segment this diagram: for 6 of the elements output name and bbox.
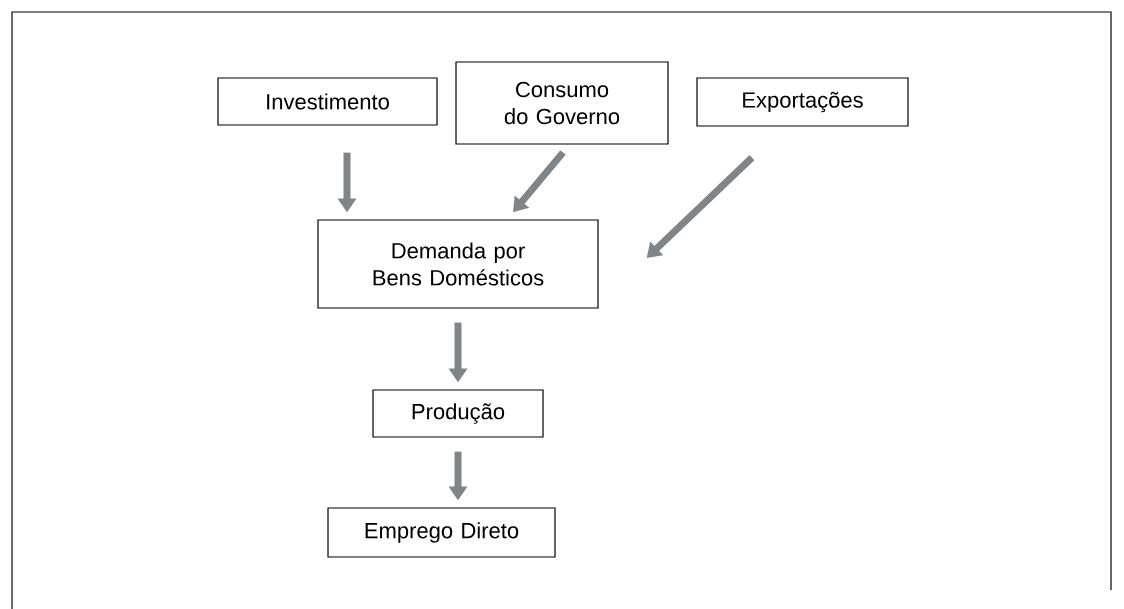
process-box: Demanda por Bens Domésticos (317, 219, 599, 309)
process-box: Exportações (696, 77, 909, 127)
process-box: Investimento (217, 77, 438, 126)
process-box: Emprego Direto (327, 507, 556, 558)
process-box: Consumo do Governo (455, 61, 669, 145)
process-box: Produção (372, 389, 544, 438)
